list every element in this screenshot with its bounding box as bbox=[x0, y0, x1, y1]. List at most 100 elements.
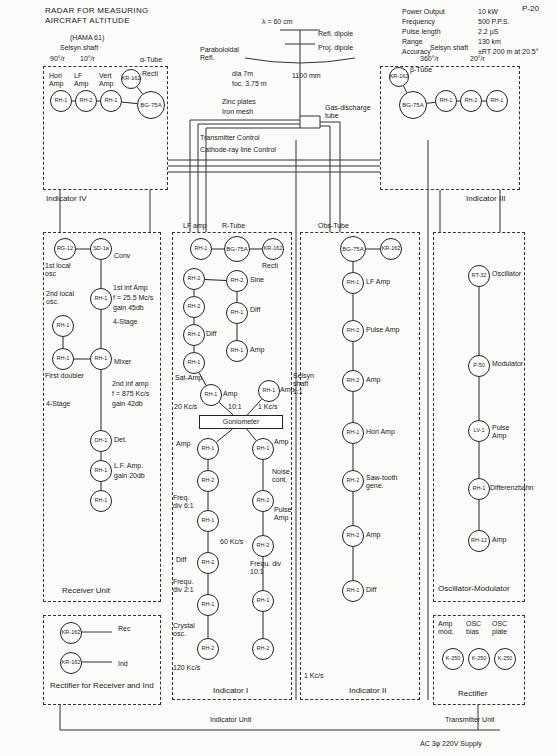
node-text: Goniometer bbox=[223, 418, 260, 426]
unit-box: Oscillator-ModulatorRT-32P-50LV-1RH-1RH-… bbox=[433, 232, 525, 602]
signal-wire bbox=[63, 337, 64, 348]
tube-circle: KR-162 bbox=[60, 622, 82, 644]
signal-wire bbox=[212, 249, 224, 250]
tube-circle: RH-2 bbox=[183, 268, 205, 290]
node-text: RT-32 bbox=[472, 273, 487, 279]
node-text: RH-1 bbox=[473, 486, 486, 492]
node-text: Indicator IV bbox=[46, 195, 126, 204]
annotation-label: Vert Amp bbox=[99, 72, 119, 88]
signal-wire bbox=[199, 373, 206, 386]
tube-circle: KR-162 bbox=[121, 69, 141, 89]
signal-wire bbox=[208, 460, 209, 470]
annotation-label: Ind bbox=[118, 660, 128, 668]
tube-circle: RH-1 bbox=[197, 594, 219, 616]
annotation-label: Accuracy bbox=[402, 48, 431, 56]
node-text: RH-1 bbox=[347, 280, 360, 286]
tube-circle: RT-32 bbox=[468, 265, 490, 287]
signal-wire bbox=[72, 101, 75, 102]
annotation-label: 4-Stage bbox=[113, 318, 138, 326]
signal-wire bbox=[479, 442, 480, 478]
node-text: RH-1 bbox=[257, 598, 270, 604]
node-text: RH-1 bbox=[202, 518, 215, 524]
signal-wire bbox=[208, 492, 209, 510]
annotation-label: 60 Kc/s bbox=[220, 538, 243, 546]
tube-circle: KR-162 bbox=[262, 238, 284, 260]
annotation-label: Hori Amp bbox=[366, 428, 395, 436]
annotation-label: OSC plate bbox=[492, 620, 520, 636]
tube-circle: K-250 bbox=[494, 648, 516, 670]
node-text: RH-1 bbox=[57, 356, 70, 362]
tube-circle: K-250 bbox=[442, 648, 464, 670]
annotation-label: Conv bbox=[114, 252, 130, 260]
node-text: RH-1 bbox=[231, 310, 244, 316]
node-text: RH-2 bbox=[347, 478, 360, 484]
annotation-label: LF amp bbox=[183, 222, 207, 230]
annotation-label: Paraboloidal Refl. bbox=[200, 46, 248, 62]
annotation-label: 120 Kc/s bbox=[173, 664, 203, 672]
annotation-label: 1st inf Amp bbox=[113, 284, 148, 292]
annotation-label: P-20 bbox=[522, 4, 539, 13]
signal-wire bbox=[263, 612, 264, 638]
tube-circle: RH-1 bbox=[226, 340, 248, 362]
unit-box: Indicator IIBG-75AKR-162RH-1RH-2RH-2RH-1… bbox=[300, 232, 420, 700]
tube-circle: RH-2 bbox=[197, 638, 219, 660]
annotation-label: (HAMA 61) bbox=[70, 34, 104, 42]
tube-circle: RH-1 bbox=[435, 90, 457, 112]
tube-circle: RH-1 bbox=[200, 384, 222, 406]
signal-wire bbox=[208, 532, 209, 552]
annotation-label: Amp bbox=[492, 536, 506, 544]
node-text: RH-1 bbox=[55, 98, 68, 104]
node-text: RH-2 bbox=[347, 378, 360, 384]
annotation-label: Range bbox=[402, 38, 423, 46]
unit-box: Indicator IIIKR-162BG-75ARH-1RH-2RH-1 bbox=[380, 66, 520, 190]
annotation-label: LF Amp bbox=[74, 72, 96, 88]
node-text: BG-75A bbox=[402, 102, 423, 108]
node-text: K-250 bbox=[446, 656, 461, 662]
annotation-label: gain 42db bbox=[112, 400, 143, 408]
annotation-label: Sine bbox=[250, 276, 264, 284]
annotation-label: Amp bbox=[250, 346, 264, 354]
annotation-label: R-Tube bbox=[222, 222, 245, 230]
tube-circle: RH-1 bbox=[100, 90, 122, 112]
bus-wire bbox=[60, 140, 500, 700]
tube-circle: K-250 bbox=[468, 648, 490, 670]
tube-circle: RH-1 bbox=[90, 348, 112, 370]
signal-wire bbox=[101, 482, 102, 490]
annotation-label: 90°/r bbox=[50, 55, 65, 63]
annotation-label: Pulse Amp bbox=[492, 424, 522, 440]
tube-circle: KR-162 bbox=[60, 652, 82, 674]
goniometer-box: Goniometer bbox=[199, 415, 283, 429]
annotation-label: Amp bbox=[223, 390, 237, 398]
tube-circle: RH-2 bbox=[342, 525, 364, 547]
node-text: Rectifier for Receiver and Ind bbox=[50, 682, 156, 691]
node-text: Indicator III bbox=[466, 195, 526, 204]
tube-circle: RH-2 bbox=[183, 296, 205, 318]
signal-wire bbox=[76, 249, 90, 250]
diagram-title: RADAR FOR MEASURING AIRCRAFT ALTITUDE bbox=[45, 6, 175, 25]
signal-wire bbox=[353, 342, 354, 370]
node-text: RH-1 bbox=[95, 296, 108, 302]
unit-box: Rectifier for Receiver and IndKR-162KR-1… bbox=[43, 615, 161, 705]
node-text: RH-2 bbox=[188, 304, 201, 310]
signal-wire bbox=[194, 346, 195, 352]
tube-circle: RH-1 bbox=[52, 315, 74, 337]
annotation-label: Diff bbox=[250, 306, 260, 314]
node-text: RH-1 bbox=[347, 588, 360, 594]
node-text: RH-1 bbox=[95, 468, 108, 474]
tube-circle: KR-162 bbox=[389, 67, 409, 87]
tube-circle: RH-2 bbox=[252, 535, 274, 557]
tube-circle: RH-2 bbox=[197, 552, 219, 574]
annotation-label: 360°/r bbox=[420, 55, 439, 63]
annotation-label: Sat-Amp bbox=[175, 374, 202, 382]
node-text: RH-1 bbox=[195, 246, 208, 252]
annotation-label: Amp bbox=[274, 438, 288, 446]
signal-wire bbox=[353, 262, 354, 272]
annotation-label: Diff bbox=[176, 556, 186, 564]
signal-wire bbox=[101, 452, 102, 460]
unit-box: Indicator IRH-1BG-75AKR-162RH-2RH-2RH-2R… bbox=[172, 232, 292, 700]
node-text: RH-2 bbox=[188, 276, 201, 282]
annotation-label: Frequency bbox=[402, 18, 435, 26]
tube-circle: RH-1 bbox=[90, 288, 112, 310]
signal-wire bbox=[353, 392, 354, 422]
tube-circle: RH-1 bbox=[342, 272, 364, 294]
